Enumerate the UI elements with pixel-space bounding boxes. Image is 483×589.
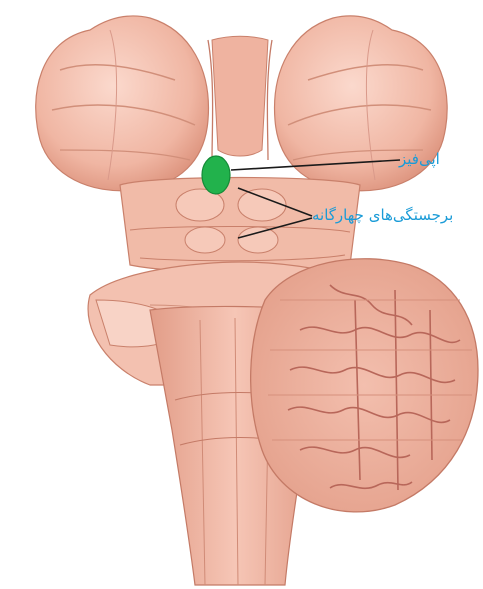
pineal-gland-label: اپی‌فیز: [399, 150, 440, 168]
right-inferior-colliculus: [238, 227, 278, 253]
quadrigeminal-bodies-label: برجستگی‌های چهارگانه: [312, 206, 453, 224]
cerebellum: [251, 259, 478, 512]
left-thalamus: [36, 16, 209, 191]
pineal-gland: [202, 156, 230, 194]
left-inferior-colliculus: [185, 227, 225, 253]
right-superior-colliculus: [238, 189, 286, 221]
midbrain: [120, 178, 360, 273]
